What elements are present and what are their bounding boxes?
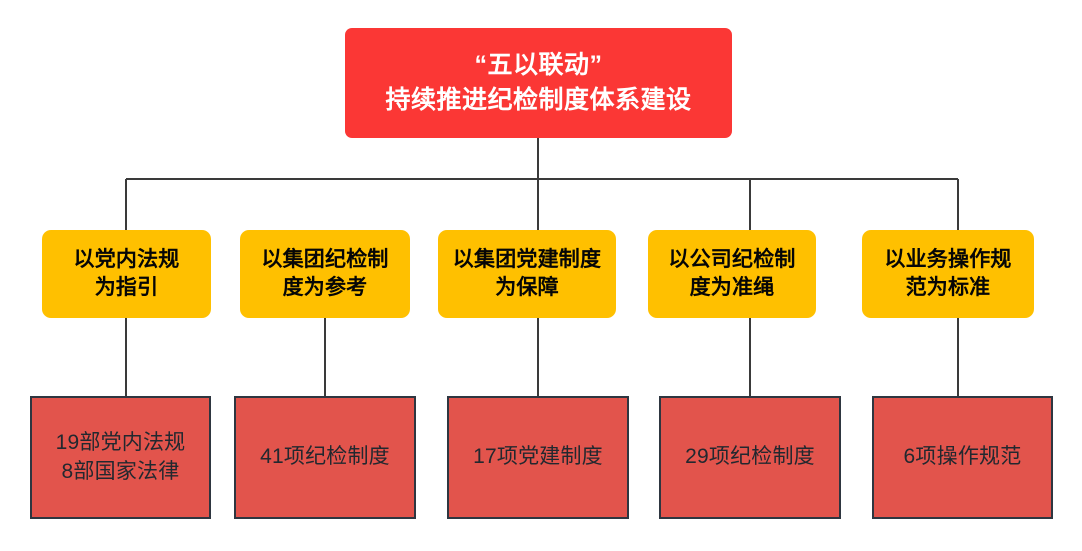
category-node-4-label: 以公司纪检制 度为准绳 [668,248,796,299]
count-node-3[interactable]: 17项党建制度 [447,396,629,519]
category-node-2[interactable]: 以集团纪检制 度为参考 [240,230,410,318]
category-node-5-label: 以业务操作规 范为标准 [884,248,1012,299]
category-node-5[interactable]: 以业务操作规 范为标准 [862,230,1034,318]
count-node-5-label: 6项操作规范 [903,445,1022,469]
count-node-2-label: 41项纪检制度 [260,445,390,469]
count-node-2[interactable]: 41项纪检制度 [234,396,416,519]
count-node-1-label: 19部党内法规 8部国家法律 [55,431,186,483]
category-node-3[interactable]: 以集团党建制度 为保障 [438,230,616,318]
count-node-5[interactable]: 6项操作规范 [872,396,1053,519]
category-node-2-label: 以集团纪检制 度为参考 [261,248,389,299]
category-node-4[interactable]: 以公司纪检制 度为准绳 [648,230,816,318]
count-node-1[interactable]: 19部党内法规 8部国家法律 [30,396,211,519]
count-node-4-label: 29项纪检制度 [685,445,815,469]
category-node-1-label: 以党内法规 为指引 [73,248,180,299]
category-node-1[interactable]: 以党内法规 为指引 [42,230,211,318]
category-node-3-label: 以集团党建制度 为保障 [452,248,602,299]
count-node-3-label: 17项党建制度 [473,445,603,469]
root-node-title[interactable]: “五以联动” 持续推进纪检制度体系建设 [345,28,732,138]
count-node-4[interactable]: 29项纪检制度 [659,396,841,519]
root-node-label: “五以联动” 持续推进纪检制度体系建设 [385,50,692,115]
